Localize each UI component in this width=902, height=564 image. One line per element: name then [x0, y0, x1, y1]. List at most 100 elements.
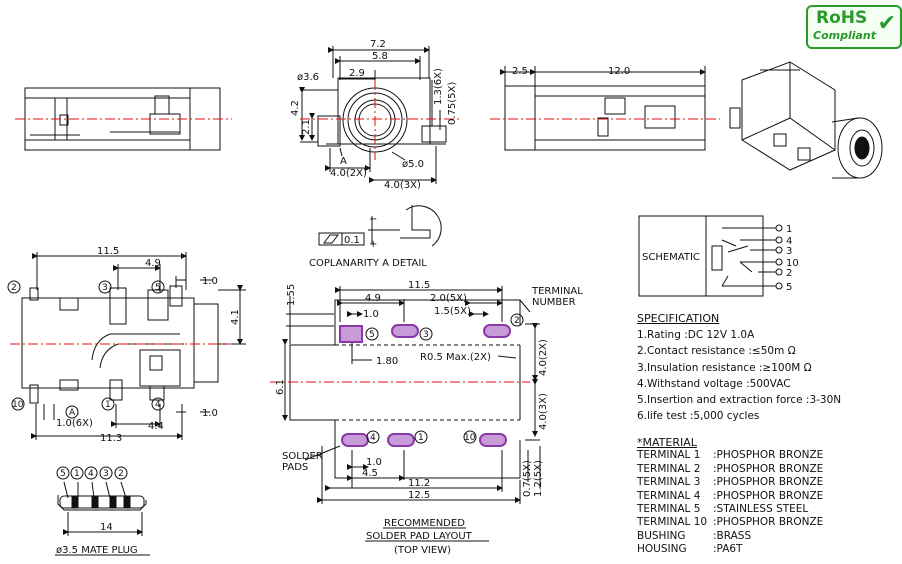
label-a: A [340, 156, 347, 167]
spec-item: 1.Rating :DC 12V 1.0A [637, 329, 755, 342]
mate-plug [56, 466, 147, 536]
schematic-pin-10: 10 [786, 258, 799, 269]
pad-label-10: 10 [464, 433, 476, 443]
dim-pad-4-0-3x: 4.0(3X) [538, 393, 549, 430]
schematic-pin-5: 5 [786, 282, 792, 293]
pad-label-4: 4 [370, 433, 376, 443]
dim-4-2: 4.2 [290, 100, 301, 116]
dim-2-9: 2.9 [349, 68, 365, 79]
dim-12-5: 12.5 [408, 490, 430, 501]
rohs-compliant-badge: RoHS Compliant ✔ [806, 5, 902, 49]
dim-1-55: 1.55 [286, 284, 297, 306]
pad-label-1: 1 [418, 433, 424, 443]
dim-pad-1-0-bottom: 1.0 [366, 457, 382, 468]
pin-label-10: 10 [12, 400, 24, 410]
pad-layout [282, 286, 541, 504]
plug-pin-3: 3 [103, 469, 109, 479]
material-row: BUSHING :BRASS [637, 530, 899, 543]
label-a-top: A [69, 408, 76, 418]
solder-pad-2 [483, 324, 511, 338]
coplanarity-detail [318, 205, 442, 247]
dim-1-0-bottom: 1.0 [202, 408, 218, 419]
dim-11-5: 11.5 [97, 246, 119, 257]
schematic-pin-1: 1 [786, 224, 792, 235]
pad-pin-labels [365, 313, 524, 444]
spec-item: 3.Insulation resistance :≥100M Ω [637, 361, 812, 374]
schematic-label: SCHEMATIC [642, 252, 700, 263]
rohs-compliant-label: Compliant [813, 29, 877, 42]
spec-item: 4.Withstand voltage :500VAC [637, 377, 791, 390]
material-value: :STAINLESS STEEL [713, 503, 809, 516]
pad-caption-layout: SOLDER PAD LAYOUT [366, 531, 473, 542]
plug-pin-4: 4 [88, 469, 94, 479]
dim-4-1: 4.1 [230, 309, 241, 325]
schematic-pin-2: 2 [786, 268, 792, 279]
pin-label-3: 3 [102, 283, 108, 293]
material-value: :BRASS [713, 529, 752, 542]
solder-pads [339, 324, 511, 447]
plug-pin-1: 1 [74, 469, 80, 479]
material-row: TERMINAL 1:PHOSPHOR BRONZE [637, 449, 899, 462]
plug-pin-2: 2 [118, 469, 124, 479]
material-key: TERMINAL 1 [637, 449, 701, 462]
material-key: BUSHING [637, 529, 686, 542]
material-heading: *MATERIAL [637, 436, 697, 449]
dim-6-1: 6.1 [275, 379, 286, 395]
dim-4-0-3x: 4.0(3X) [384, 180, 421, 191]
schematic-pin-4: 4 [786, 236, 792, 247]
dim-4-9: 4.9 [145, 258, 161, 269]
radius-note: R0.5 Max.(2X) [420, 352, 491, 363]
dim-1-5-5x: 1.5(5X) [434, 306, 471, 317]
solder-pads-line1: SOLDER [282, 451, 323, 462]
coplanarity-minus: − [369, 214, 377, 225]
material-key: TERMINAL 2 [637, 462, 701, 475]
material-key: TERMINAL 3 [637, 476, 701, 489]
terminal-number-line2: NUMBER [532, 297, 576, 308]
dim-dia-5-0: ø5.0 [402, 159, 424, 170]
dim-5-8: 5.8 [372, 51, 388, 62]
dim-4-5: 4.5 [362, 468, 378, 479]
material-key: HOUSING [637, 543, 687, 556]
dim-4-4: 4.4 [148, 421, 164, 432]
solder-pad-5 [339, 325, 363, 343]
material-value: :PHOSPHOR BRONZE [713, 489, 824, 502]
dim-2-1: 2.1 [301, 119, 312, 135]
material-row: TERMINAL 2 :PHOSPHOR BRONZE [637, 463, 899, 476]
dim-2-0-5x: 2.0(5X) [430, 293, 467, 304]
rohs-label: RoHS [816, 8, 868, 28]
specification-heading: SPECIFICATION [637, 312, 720, 325]
solder-pad-4 [341, 433, 369, 447]
solder-pads-line2: PADS [282, 462, 308, 473]
dim-pad-4-9: 4.9 [365, 293, 381, 304]
pin-label-1: 1 [105, 400, 111, 410]
dim-1-0-6x: 1.0(6X) [56, 418, 93, 429]
coplanarity-plus: + [369, 239, 377, 250]
pin-label-4: 4 [155, 400, 161, 410]
material-value: :PHOSPHOR BRONZE [713, 462, 824, 475]
dim-pad-11-5: 11.5 [408, 280, 430, 291]
material-key: TERMINAL 10 [637, 516, 708, 529]
isometric-view [729, 61, 883, 179]
material-row: TERMINAL 10:PHOSPHOR BRONZE [637, 516, 899, 529]
spec-item: 5.Insertion and extraction force :3-30N [637, 394, 842, 407]
pad-caption-top-view: (TOP VIEW) [394, 545, 451, 556]
material-value: :PA6T [713, 543, 743, 556]
specification-panel: SPECIFICATION 1.Rating :DC 12V 1.0A 2.Co… [637, 311, 899, 424]
schematic-box [638, 215, 783, 297]
coplanarity-tolerance: 0.1 [344, 235, 360, 246]
pad-label-3: 3 [423, 330, 429, 340]
dim-1-0-top: 1.0 [202, 276, 218, 287]
schematic-pin-3: 3 [786, 246, 792, 257]
plug-pin-5: 5 [60, 469, 66, 479]
dim-0-7-5x: 0.7(5X) [522, 460, 533, 497]
coplanarity-caption: COPLANARITY A DETAIL [309, 258, 427, 269]
material-row: TERMINAL 4:PHOSPHOR BRONZE [637, 490, 899, 503]
dim-dia-3-6: ø3.6 [297, 72, 319, 83]
checkmark-icon: ✔ [877, 11, 896, 36]
dim-2-5: 2.5 [512, 66, 528, 77]
material-key: TERMINAL 5 [637, 503, 701, 516]
pad-label-5: 5 [369, 330, 375, 340]
pin-label-2: 2 [11, 283, 17, 293]
dim-12-0: 12.0 [608, 66, 630, 77]
